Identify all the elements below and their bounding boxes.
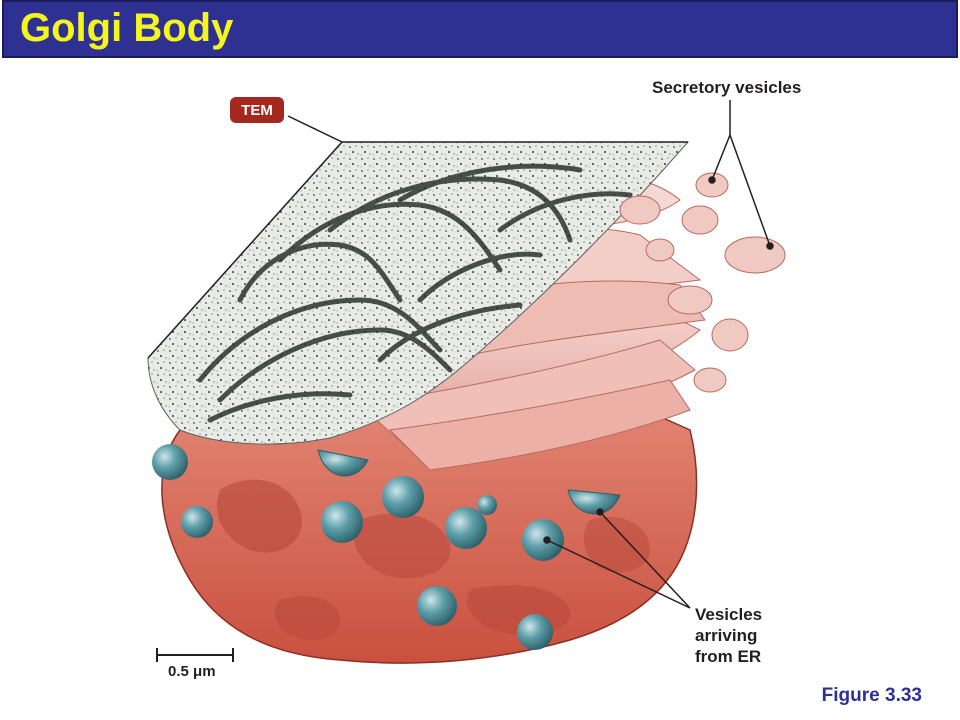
tem-badge: TEM (230, 97, 284, 123)
scale-bar (156, 648, 234, 662)
tem-micrograph (147, 141, 690, 445)
label-secretory-vesicles: Secretory vesicles (652, 78, 802, 97)
er-vesicles (152, 444, 621, 650)
label-line: Vesicles (695, 605, 763, 624)
leader-lines (147, 100, 774, 609)
figure-caption: Figure 3.33 (821, 685, 922, 706)
golgi-body-shape (161, 379, 698, 664)
page-title: Golgi Body (20, 6, 234, 50)
label-line: from ER (695, 647, 762, 666)
scale-bar-label: 0.5 μm (168, 663, 216, 680)
title-bar: Golgi Body (2, 0, 958, 58)
label-line: arriving (695, 626, 758, 645)
label-vesicles-from-er: Vesicles arriving from ER (695, 604, 762, 667)
